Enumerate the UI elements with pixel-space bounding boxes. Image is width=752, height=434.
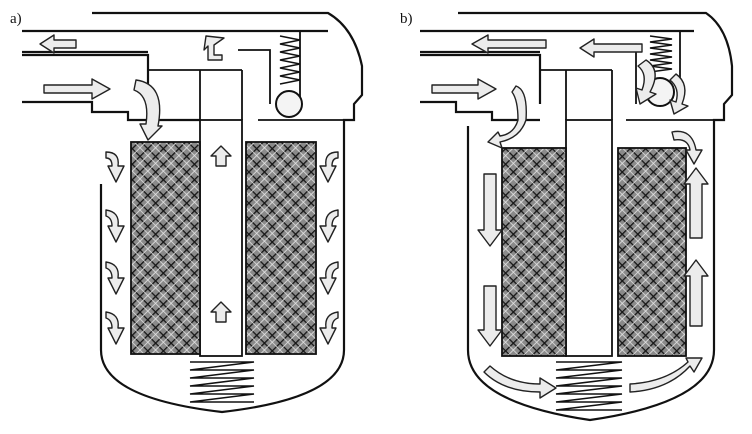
panel-a-inward-arrow xyxy=(319,151,339,183)
panel-a-outlet-pipe xyxy=(22,29,328,54)
panel-a-housing xyxy=(92,11,364,414)
panel-a-tube-up-arrow-top xyxy=(210,145,232,167)
panel-b-bottom-spring xyxy=(555,361,623,411)
panel-a-filter-element-right xyxy=(245,141,317,355)
panel-a: a) xyxy=(10,11,364,414)
panel-a-inflow-curve-arrow xyxy=(133,79,163,141)
panel-a-bypass-valve-ball xyxy=(275,90,303,118)
panel-b-up-arrow xyxy=(683,259,709,327)
panel-a-inlet-arrow xyxy=(43,78,111,100)
panel-a-head xyxy=(148,30,344,121)
panel-a-inward-arrow xyxy=(319,311,339,345)
panel-a-inward-arrow xyxy=(319,209,339,243)
panel-b-return-curve-arrow xyxy=(671,130,703,165)
panel-a-inward-arrow xyxy=(319,261,339,295)
panel-b-up-arrows-right xyxy=(683,167,709,327)
panel-a-return-arrow xyxy=(203,35,225,61)
panel-b-bottom-arrow-right xyxy=(629,357,703,393)
panel-b-outlet-arrow xyxy=(471,34,547,54)
panel-b-housing xyxy=(458,11,734,422)
panel-b-up-arrow xyxy=(683,167,709,239)
panel-b-inlet-pipe xyxy=(420,53,542,122)
panel-b-down-arrow xyxy=(477,173,503,247)
panel-a-outlet-arrow xyxy=(39,34,77,54)
panel-a-inward-arrow xyxy=(105,151,125,183)
panel-a-filter-element-left xyxy=(130,141,201,355)
panel-b-filter-element-left xyxy=(501,147,567,357)
panel-b-bottom-arrow-left xyxy=(483,365,557,399)
panel-b-down-arrows-left xyxy=(477,173,503,347)
panel-b-label: b) xyxy=(400,11,413,27)
panel-a-inward-arrow xyxy=(105,261,125,295)
panel-a-inward-arrows-left xyxy=(105,151,125,345)
panel-b-down-arrow xyxy=(477,285,503,347)
panel-b-inlet-arrow xyxy=(431,78,497,100)
panel-a-inward-arrows-right xyxy=(319,151,339,345)
panel-b-outlet-pipe xyxy=(420,29,694,54)
panel-b-bypass-arrow-right xyxy=(669,73,689,115)
panel-b-center-tube xyxy=(565,119,613,357)
panel-b-outlet-arrow-2 xyxy=(579,38,643,58)
panel-a-bottom-spring xyxy=(189,361,255,403)
panel-b-filter-element-right xyxy=(617,147,687,357)
panel-b-inflow-curve-arrow xyxy=(487,85,527,149)
panel-a-inward-arrow xyxy=(105,209,125,243)
panel-a-tube-up-arrow-bottom xyxy=(210,301,232,323)
panel-a-inward-arrow xyxy=(105,311,125,345)
panel-b-bypass-arrow-down xyxy=(635,59,657,105)
panel-a-label: a) xyxy=(10,11,22,27)
panel-a-bypass-spring xyxy=(279,35,301,85)
panel-b: b) xyxy=(400,11,734,422)
